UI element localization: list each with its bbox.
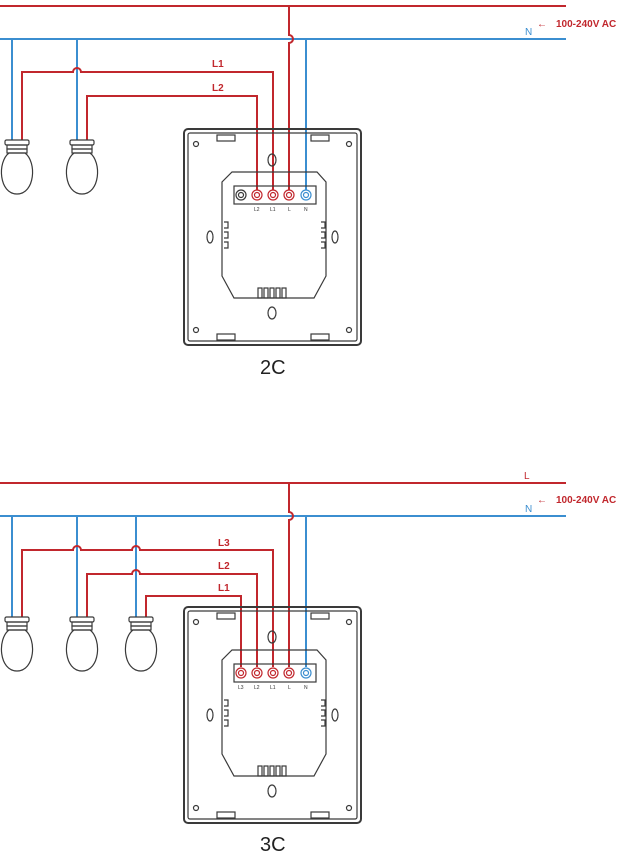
l1-wire-label: L1	[218, 583, 230, 594]
l1-wire	[145, 595, 242, 667]
live-label: L	[524, 471, 530, 482]
l2-wire	[86, 569, 258, 667]
l3-wire	[21, 545, 274, 667]
terminal-label: L2	[254, 685, 260, 691]
terminal-icon	[283, 189, 295, 201]
terminal-label: N	[304, 685, 308, 691]
diagram-caption: 3C	[260, 834, 286, 856]
l2-wire-label: L2	[218, 561, 230, 572]
diagram-3c: L N ← 100-240V AC L3 L2 L1	[0, 471, 616, 856]
live-feed-wire	[288, 483, 294, 667]
supply-label: 100-240V AC	[556, 19, 616, 30]
l1-wire-label: L1	[212, 59, 224, 70]
neutral-label: N	[525, 27, 532, 38]
terminal-icon	[300, 667, 312, 679]
terminal-label: L1	[270, 685, 276, 691]
l2-wire	[86, 95, 258, 190]
l2-wire-label: L2	[212, 83, 224, 94]
diagram-2c: N ← 100-240V AC L1 L2	[0, 5, 616, 379]
terminal-icon	[300, 189, 312, 201]
supply-arrow: ←	[537, 19, 547, 30]
terminal-icon	[267, 189, 279, 201]
terminal-icon	[251, 189, 263, 201]
terminal-label: L2	[254, 207, 260, 213]
neutral-label: N	[525, 504, 532, 515]
terminal-label: L	[288, 685, 291, 691]
l1-wire	[21, 67, 274, 190]
supply-arrow: ←	[537, 495, 547, 506]
switch-plate	[183, 606, 362, 824]
terminal-label: L3	[238, 685, 244, 691]
bulb-icon	[65, 139, 99, 195]
bulb-icon	[124, 616, 158, 672]
terminal-label: L	[288, 207, 291, 213]
terminal-icon	[235, 667, 247, 679]
terminal-icon	[251, 667, 263, 679]
supply-label: 100-240V AC	[556, 495, 616, 506]
bulb-icon	[0, 616, 34, 672]
bulb-icon	[0, 139, 34, 195]
bulb-icon	[65, 616, 99, 672]
terminal-label: L1	[270, 207, 276, 213]
terminal-icon	[235, 189, 247, 201]
terminal-icon	[283, 667, 295, 679]
terminal-icon	[267, 667, 279, 679]
diagram-caption: 2C	[260, 357, 286, 379]
switch-plate	[183, 128, 362, 346]
terminal-label: N	[304, 207, 308, 213]
live-feed-wire	[288, 6, 294, 190]
l3-wire-label: L3	[218, 538, 230, 549]
